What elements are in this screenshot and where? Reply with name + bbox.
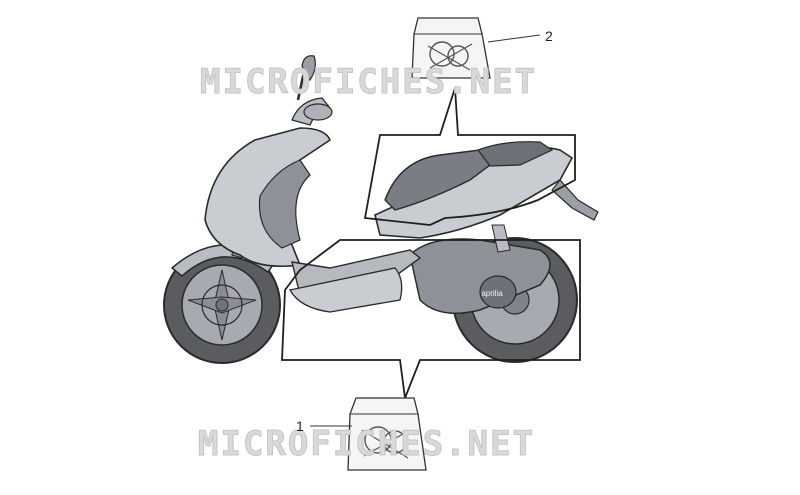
callout-number-2: 2	[545, 28, 553, 44]
callout-frame-upper	[363, 87, 576, 226]
mirror	[301, 55, 316, 82]
callout-number-1: 1	[296, 418, 304, 434]
watermark-top: MICROFICHES.NET	[199, 62, 538, 103]
decal-kit-1	[347, 397, 427, 471]
headlight	[303, 103, 333, 121]
tail-bracket	[551, 179, 599, 221]
engine-cover	[479, 275, 517, 309]
engine-decal-text: aprilia	[481, 289, 503, 298]
front-wheel	[163, 246, 281, 364]
decal-kit-2	[411, 17, 491, 79]
watermark-bottom: MICROFICHES.NET	[197, 424, 536, 465]
leader-line-2	[487, 34, 541, 43]
lower-side-panel	[289, 267, 403, 313]
front-body-panel-dark	[258, 159, 311, 249]
callout-frame-lower	[281, 239, 581, 402]
rear-shock	[491, 224, 511, 253]
pillion-seat	[477, 141, 554, 167]
